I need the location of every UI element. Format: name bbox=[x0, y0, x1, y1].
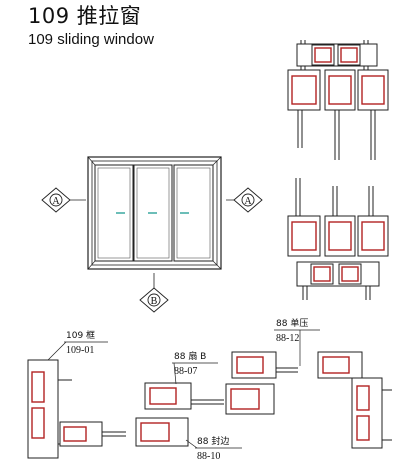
callout-name: 88 封边 bbox=[197, 435, 229, 447]
callout-code: 88-07 bbox=[174, 366, 197, 377]
marker-label: A bbox=[244, 196, 252, 207]
section-a-bottom bbox=[287, 178, 389, 300]
callout-bead: 88 单压 88-12 bbox=[274, 317, 320, 366]
window-elevation bbox=[87, 156, 222, 270]
callout-code: 88-12 bbox=[276, 333, 299, 344]
callout-name: 109 框 bbox=[66, 329, 95, 341]
callout-code: 88-10 bbox=[197, 451, 220, 462]
callout-seal: 88 封边 88-10 bbox=[185, 435, 242, 462]
marker-label: B bbox=[151, 296, 158, 307]
callout-code: 109-01 bbox=[66, 345, 94, 356]
section-marker-right: A bbox=[226, 187, 263, 213]
section-marker-left: A bbox=[41, 187, 86, 213]
callout-sash: 88 扇 B 88-07 bbox=[172, 350, 218, 385]
section-marker-bottom: B bbox=[139, 273, 169, 313]
callout-name: 88 单压 bbox=[276, 317, 308, 329]
section-b bbox=[27, 351, 392, 459]
callout-name: 88 扇 B bbox=[174, 350, 206, 362]
marker-label: A bbox=[52, 196, 60, 207]
callout-frame: 109 框 109-01 bbox=[47, 329, 108, 361]
page-subtitle: 109 sliding window bbox=[28, 31, 154, 48]
page-title: 109 推拉窗 bbox=[28, 4, 142, 28]
section-a-top bbox=[287, 40, 389, 160]
